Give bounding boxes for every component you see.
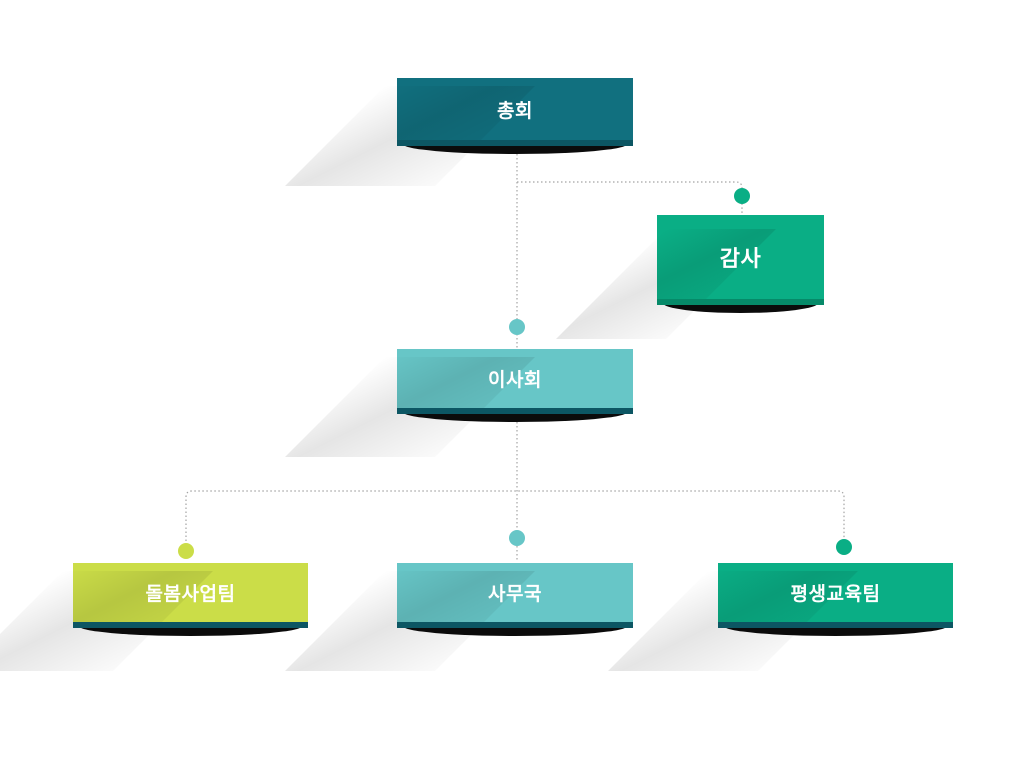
connector-board-branches [185,490,845,545]
node-general-assembly: 총회 [285,78,633,186]
node-general-assembly-label: 총회 [497,99,533,122]
node-board-label: 이사회 [488,369,542,391]
education-team-connector-dot [836,539,852,555]
node-audit-label: 감사 [719,247,762,272]
node-audit: 감사 [556,215,824,339]
node-education-team-label: 평생교육팀 [790,583,881,605]
node-secretariat: 사무국 [285,563,633,671]
node-education-team: 평생교육팀 [608,563,953,671]
secretariat-connector-dot [509,530,525,546]
care-team-connector-dot [178,543,194,559]
board-connector-dot [509,319,525,335]
node-secretariat-label: 사무국 [488,583,542,605]
node-care-team-label: 돌봄사업팀 [145,583,236,605]
node-board: 이사회 [285,349,633,457]
audit-connector-dot [734,188,750,204]
node-care-team: 돌봄사업팀 [0,563,308,671]
connector-assembly-audit [517,181,743,215]
